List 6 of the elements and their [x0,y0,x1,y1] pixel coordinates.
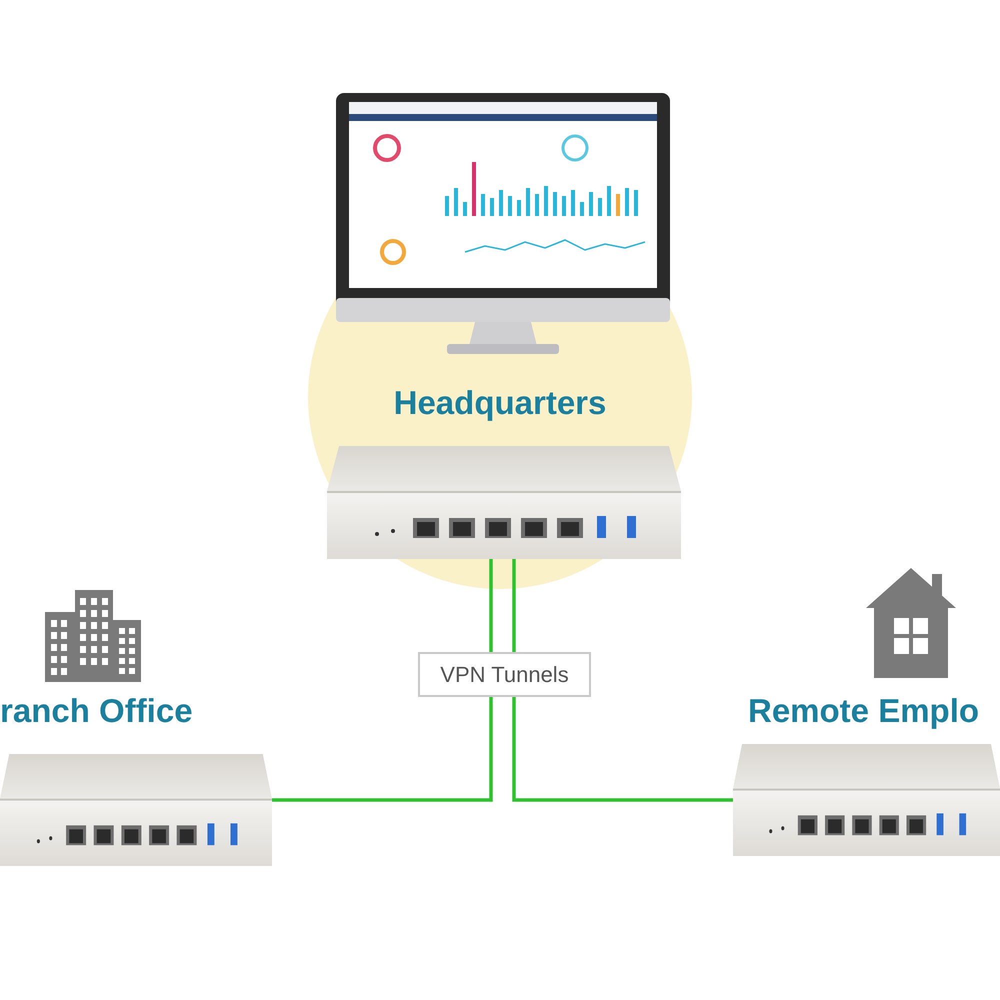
site-label: Headquarters [394,386,606,419]
network-link [512,559,733,802]
tunnel-label: VPN Tunnels [418,652,591,697]
site-label: Remote Emplo [748,694,980,727]
network-link [272,559,493,802]
site-label: ranch Office [0,694,193,727]
